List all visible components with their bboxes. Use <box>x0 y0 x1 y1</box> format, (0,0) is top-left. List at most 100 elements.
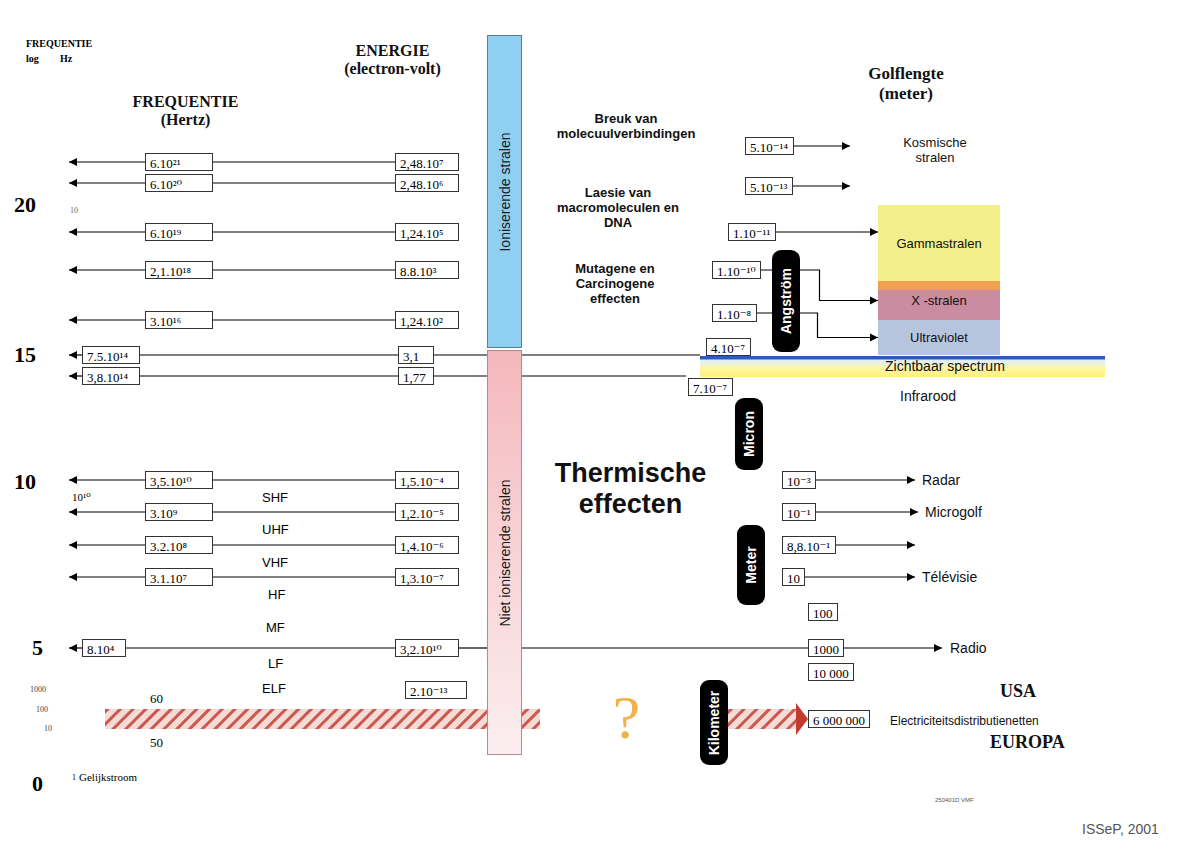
value-box: 6.10¹⁹ <box>145 223 213 241</box>
value-box: 7.10⁻⁷ <box>688 378 733 396</box>
value-box: 3.10⁹ <box>145 503 213 521</box>
node-text: Breuk van molecuulverbindingen <box>549 112 703 142</box>
value-box: 2,48.10⁷ <box>395 153 459 171</box>
value-box: 6.10²¹ <box>145 153 213 171</box>
value-text: 6.10²¹ <box>146 156 185 172</box>
base-line <box>65 783 1000 785</box>
leader-arrow <box>434 354 700 355</box>
value-text: 5.10⁻¹³ <box>746 180 791 196</box>
value-box: 5.10⁻¹⁴ <box>745 137 794 155</box>
node-text: ENERGIE (electron-volt) <box>325 42 460 79</box>
node-shape <box>275 35 575 782</box>
node-fill <box>548 398 745 625</box>
value-text: 1,4.10⁻⁶ <box>396 539 448 555</box>
leader-arrow <box>69 576 145 577</box>
leader-arrow <box>794 145 850 146</box>
value-text: 1000 <box>809 642 843 658</box>
visible-band: Zichtbaar spectrum <box>700 356 1105 377</box>
value-text: 1,3.10⁻⁷ <box>396 571 448 587</box>
value-text: 7.5.10¹⁴ <box>83 349 132 365</box>
node-fill <box>782 60 878 355</box>
value-box: 1.10⁻¹¹ <box>728 223 776 241</box>
text-label: SHF <box>262 490 288 505</box>
text-label: log <box>26 53 39 64</box>
value-box: 7.5.10¹⁴ <box>82 346 140 364</box>
value-text: 1.10⁻¹⁰ <box>713 264 760 280</box>
node-fill <box>880 378 1102 782</box>
text-label: EUROPA <box>990 732 1065 752</box>
band-arrowhead <box>796 703 808 735</box>
value-text: 100 <box>809 606 837 622</box>
leader-arrow <box>69 269 145 270</box>
text-label: 10¹⁰ <box>72 491 91 503</box>
connector <box>213 576 395 577</box>
node-text: Mutagene en Carcinogene effecten <box>553 262 677 307</box>
text-label: 0 <box>32 771 43 796</box>
text-label: 50 <box>150 735 163 750</box>
node-text: Thermische effecten <box>548 458 713 520</box>
band-name: Ultraviolet <box>910 330 968 345</box>
connector <box>213 161 395 162</box>
leader-arrow <box>844 647 942 648</box>
value-box: 100 <box>808 603 838 621</box>
node-text: Télévisie <box>922 569 977 585</box>
value-text: 3,8.10¹⁴ <box>83 370 132 386</box>
node-fill <box>545 105 712 345</box>
value-box: 3,5.10¹⁰ <box>145 471 213 489</box>
text-label: 5 <box>32 635 43 660</box>
leader-arrow <box>805 576 915 577</box>
unknown-box: ? <box>548 665 705 780</box>
connector <box>213 319 395 320</box>
axis <box>64 82 66 785</box>
leader-arrow <box>69 647 82 648</box>
shadow-stripe <box>440 35 586 782</box>
thermal-box: Thermische effecten <box>548 398 748 625</box>
value-text: 8,8.10⁻¹ <box>783 539 834 555</box>
value-text: 10 <box>783 571 804 587</box>
value-box: 1.10⁻¹⁰ <box>712 261 761 279</box>
value-box: 4.10⁻⁷ <box>706 338 751 356</box>
value-box: 10 000 <box>808 663 854 681</box>
value-box: 10⁻¹ <box>782 503 816 521</box>
band-name: X -stralen <box>911 293 967 308</box>
value-box: 10 <box>782 568 805 586</box>
unit-tag: Micron <box>735 398 763 470</box>
text-label: Electriciteitsdistributienetten <box>890 714 1039 728</box>
value-box: 8.10⁴ <box>82 639 126 657</box>
value-text: 10 000 <box>809 666 853 682</box>
value-box: 1,2.10⁻⁵ <box>395 503 459 521</box>
unit-tag: Meter <box>737 525 765 605</box>
band-name: Gammastralen <box>896 236 981 251</box>
value-box: 3,8.10¹⁴ <box>82 367 140 385</box>
node-fill <box>548 665 705 780</box>
leader-arrow <box>69 375 82 376</box>
value-text: 5.10⁻¹⁴ <box>746 140 792 156</box>
band-label: Kilometer <box>707 690 722 755</box>
text-label: 60 <box>150 691 163 706</box>
value-box: 5.10⁻¹³ <box>745 177 793 195</box>
effects-box: Breuk van molecuulverbindingenLaesie van… <box>545 105 712 345</box>
value-text: 1.10⁻¹¹ <box>729 226 774 242</box>
leader-arrow <box>69 479 145 480</box>
value-box: 2,48.10⁶ <box>395 174 459 192</box>
text-label: 250401D VMF <box>935 797 974 803</box>
value-text: 3.1.10⁷ <box>146 571 191 587</box>
spectrum-band: Gammastralen <box>878 205 1000 281</box>
value-text: 6.10²⁰ <box>146 177 186 193</box>
text-label: 10 <box>70 206 78 215</box>
leader-arrow <box>69 231 145 232</box>
value-box: 6 000 000 <box>808 710 870 728</box>
connector <box>213 479 395 480</box>
band-label: Niet ioniserende stralen <box>498 479 513 626</box>
connector <box>140 354 398 355</box>
text-label: 15 <box>14 342 36 367</box>
text-label: 1 <box>72 773 76 782</box>
text-label: 1000 <box>30 685 46 694</box>
text-label: MF <box>266 620 285 635</box>
leader-arrow <box>69 544 145 545</box>
axis-arrowhead <box>60 70 70 84</box>
text-label: 10 <box>14 469 36 494</box>
connector <box>213 544 395 545</box>
value-text: 3.2.10⁸ <box>146 539 191 555</box>
